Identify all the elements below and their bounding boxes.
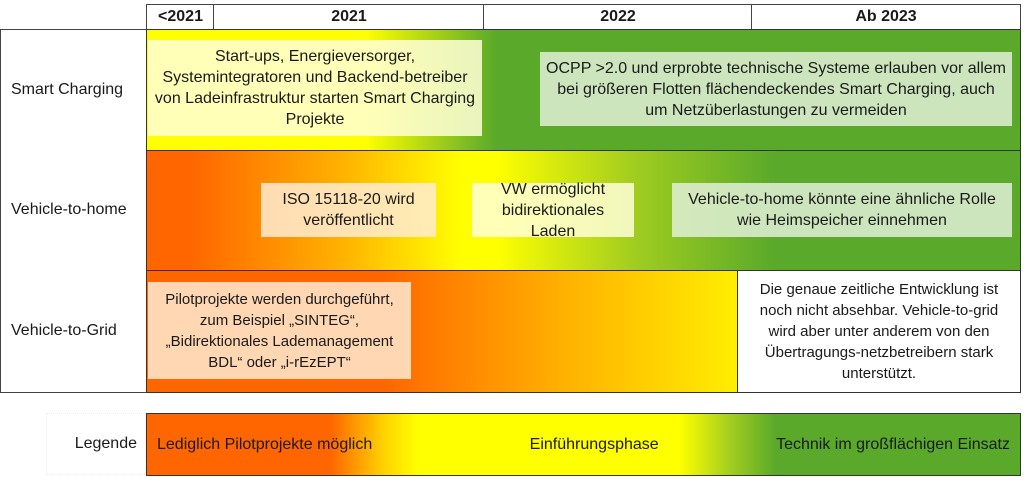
note-smart-charging-ocpp: OCPP >2.0 und erprobte technische System…: [540, 52, 1012, 126]
note-v2h-iso15118: ISO 15118-20 wird veröffentlicht: [261, 183, 436, 237]
note-v2g-uncertain: Die genaue zeitliche Entwicklung ist noc…: [737, 270, 1021, 393]
column-header-2022: 2022: [483, 4, 752, 30]
note-v2h-vw: VW ermöglicht bidirektionales Laden: [472, 181, 634, 240]
note-v2h-home-storage: Vehicle-to-home könnte eine ähnliche Rol…: [672, 183, 1012, 237]
legend-item-pilot: Lediglich Pilotprojekte möglich: [157, 435, 373, 453]
column-header-pre-2021: <2021: [146, 4, 214, 30]
note-v2g-pilots: Pilotprojekte werden durchgeführt, zum B…: [148, 282, 411, 379]
row-label-vehicle-to-grid: Vehicle-to-Grid: [0, 270, 147, 393]
column-header-2021: 2021: [213, 4, 484, 30]
note-smart-charging-startups: Start-ups, Energieversorger, Systeminteg…: [148, 40, 482, 136]
legend-bar: Lediglich Pilotprojekte möglich Einführu…: [146, 413, 1021, 476]
row-label-smart-charging: Smart Charging: [0, 29, 147, 151]
legend-item-intro: Einführungsphase: [529, 435, 659, 453]
row-label-vehicle-to-home: Vehicle-to-home: [0, 150, 147, 271]
legend-title: Legende: [46, 413, 146, 475]
legend-item-deployed: Technik im großflächigen Einsatz: [776, 435, 1010, 453]
column-header-2023: Ab 2023: [751, 4, 1021, 30]
